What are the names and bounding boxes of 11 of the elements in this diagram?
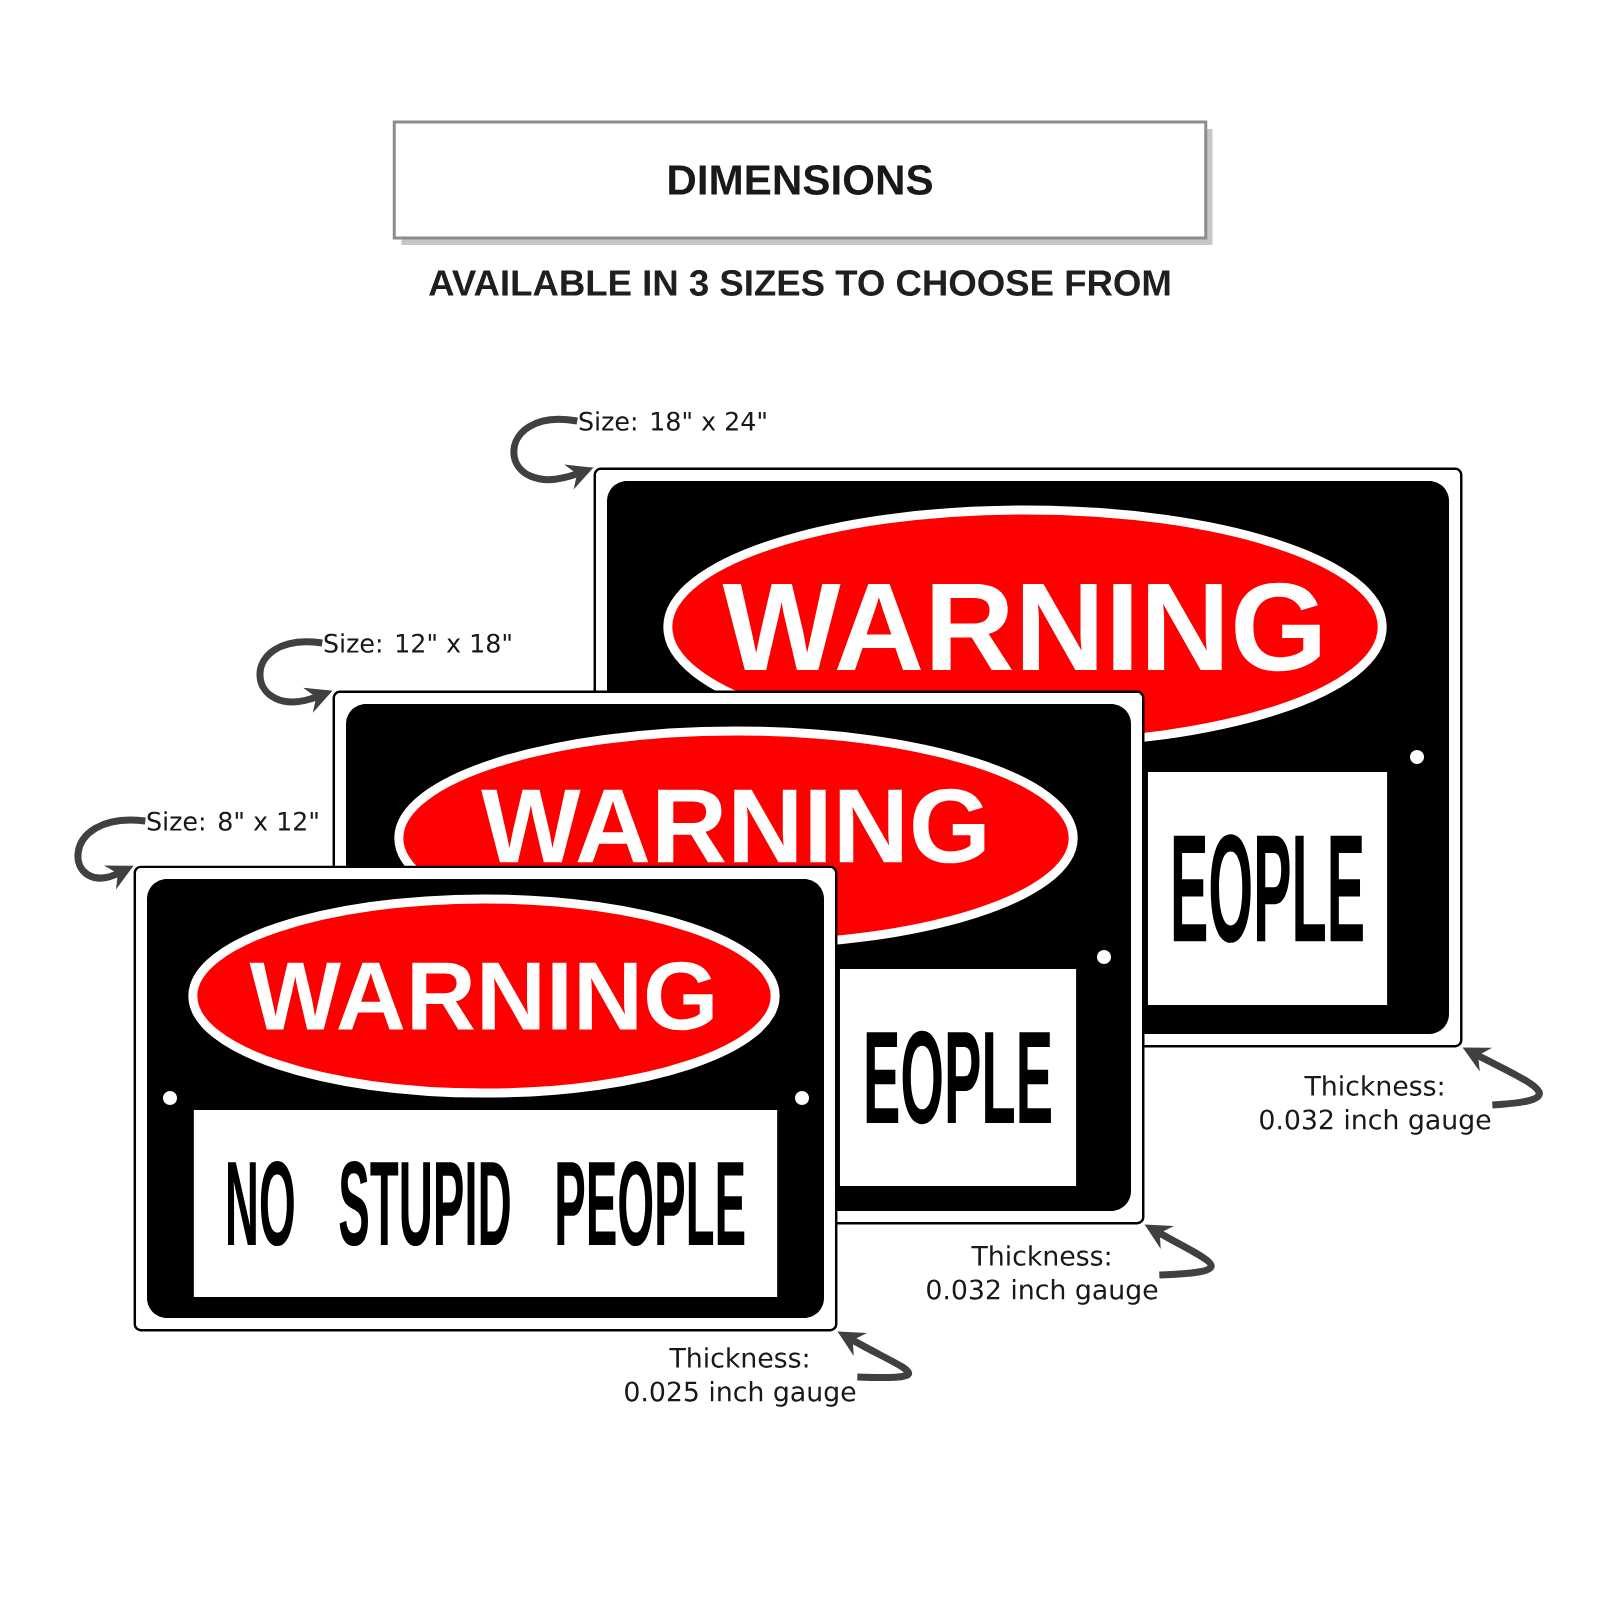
text-panel: NO STUPID PEOPLE bbox=[193, 1109, 778, 1298]
thickness-label: Thickness: 0.032 inch gauge bbox=[927, 1245, 1158, 1305]
title-box: DIMENSIONS bbox=[392, 120, 1213, 245]
size-label: Size: 12" x 18" bbox=[324, 633, 511, 653]
thickness-label: Thickness: 0.025 inch gauge bbox=[625, 1347, 856, 1407]
thickness-label: Thickness: 0.032 inch gauge bbox=[1260, 1075, 1491, 1135]
size-label: Size: 18" x 24" bbox=[579, 411, 766, 431]
text-panel: EOPLE bbox=[1147, 771, 1388, 1006]
size-label: Size: 8" x 12" bbox=[147, 811, 318, 831]
text-panel: EOPLE bbox=[839, 968, 1077, 1187]
warning-oval: WARNING bbox=[188, 894, 780, 1098]
